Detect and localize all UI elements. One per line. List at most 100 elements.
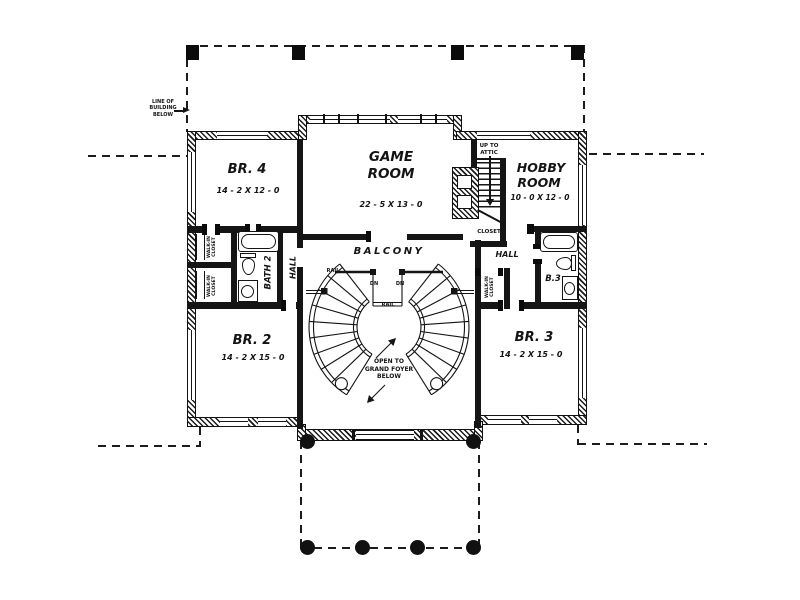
wall-foyer-right: [475, 240, 481, 428]
room-label-bath2: BATH 2: [263, 255, 274, 290]
door-jamb: [498, 300, 503, 311]
room-label-hall-right: HALL: [495, 250, 519, 259]
window: [398, 115, 447, 124]
chimney-flue: [457, 175, 472, 189]
porch-column: [355, 540, 370, 555]
room-label-balcony: BALCONY: [353, 246, 425, 257]
stair-well-rails: [372, 272, 403, 307]
window-mullion: [338, 114, 340, 124]
stair-treads-right: [405, 263, 469, 396]
attic-arrow-head: [486, 199, 494, 206]
stair-newel-cap: [430, 377, 444, 391]
wall-br2-top-a: [187, 302, 281, 309]
wall-br4-bottom-b: [220, 226, 245, 233]
window-mullion: [352, 429, 355, 441]
porch-column: [410, 540, 425, 555]
roof-outline-left: [186, 45, 188, 132]
toilet-tank: [240, 253, 256, 258]
door-jamb: [475, 268, 480, 276]
wall-br3-top-a: [477, 302, 498, 309]
attic-note-line: ATTIC: [480, 149, 498, 156]
door-jamb: [256, 224, 261, 235]
window-mullion: [420, 114, 422, 124]
wall-walkin-divider: [187, 262, 236, 268]
wall-walkin-right-side: [504, 268, 510, 309]
line-of-building-note: LINE OF BUILDING BELOW: [144, 99, 182, 118]
stair-arcs-right: [405, 263, 470, 396]
walkin-line: CLOSET: [212, 276, 218, 296]
roof-outline-top: [186, 45, 584, 47]
room-label-closet: CLOSET: [477, 229, 501, 235]
roof-line-bottom-right-h: [578, 443, 707, 445]
note-leader-line: [174, 110, 184, 112]
closet-rod: [196, 271, 205, 299]
note-line: BUILDING: [149, 105, 177, 112]
door-jamb: [527, 224, 534, 234]
note-line: LINE OF: [151, 99, 175, 105]
wall-attic-stair-right: [500, 158, 506, 246]
down-label: DN: [369, 281, 379, 287]
open-to-foyer-note: OPEN TO GRAND FOYER BELOW: [359, 358, 419, 381]
note-line: BELOW: [153, 111, 173, 118]
note-arrow-head: [183, 107, 190, 113]
roof-column-marker: [186, 45, 199, 60]
door-jamb: [245, 224, 250, 235]
room-label-game-1: GAME: [368, 149, 414, 165]
sink-basin: [241, 285, 254, 298]
attic-direction-arrow: [489, 156, 491, 200]
wall-attic-stair-top: [471, 158, 501, 160]
walkin-line: CLOSET: [212, 237, 218, 257]
porch-outline-left: [300, 441, 302, 549]
attic-note: UP TO ATTIC: [472, 143, 506, 156]
wall-gameroom-right: [471, 140, 477, 170]
window: [187, 330, 196, 400]
room-dims-br4: 14 - 2 X 12 - 0: [216, 186, 280, 195]
room-label-hobby-2: ROOM: [517, 175, 561, 190]
window: [310, 115, 390, 124]
room-dims-br3: 14 - 2 X 15 - 0: [499, 350, 563, 359]
roof-column-marker: [292, 45, 305, 60]
roof-outline-right: [583, 45, 585, 133]
rail-posts: [321, 269, 458, 295]
roof-line-bottom-left-h: [98, 445, 200, 447]
room-label-br4: BR. 4: [227, 162, 267, 177]
room-label-game-2: ROOM: [367, 166, 415, 182]
roof-line-bottom-right-v: [577, 425, 579, 445]
wall-foyer-left: [297, 267, 303, 429]
wall-walkin-right: [231, 233, 237, 302]
curved-staircase: [306, 263, 474, 403]
toilet-bowl: [556, 257, 572, 270]
stair-arcs-left: [308, 263, 373, 396]
door-jamb: [215, 224, 220, 235]
porch-column: [300, 434, 315, 449]
window: [529, 415, 557, 425]
window-mullion: [435, 114, 437, 124]
window: [488, 415, 521, 425]
room-dims-hobby: 10 - 0 X 12 - 0: [510, 193, 570, 202]
room-label-walkin-left-1: WALK-IN CLOSET: [207, 227, 219, 267]
foyer-note-line: BELOW: [377, 373, 401, 380]
wall-gameroom-bottom-left: [297, 234, 371, 240]
room-dims-br2: 14 - 2 X 15 - 0: [221, 353, 285, 362]
window: [578, 165, 587, 225]
door-jamb: [519, 300, 524, 311]
porch-outline-right: [478, 441, 480, 549]
roof-line-left: [88, 155, 187, 157]
room-label-br3: BR. 3: [514, 330, 554, 345]
chimney-flue: [457, 195, 472, 209]
door-jamb: [498, 268, 503, 276]
window-mullion: [323, 114, 325, 124]
door-jamb: [533, 259, 542, 264]
wall-br4-bottom-a: [187, 226, 202, 233]
door-jamb: [281, 300, 286, 311]
wall-br3-top-b: [524, 302, 587, 309]
rail-label: RAIL: [326, 268, 340, 274]
wall-bath2-hall: [277, 226, 283, 302]
wall-gameroom-bottom-right: [407, 234, 463, 240]
room-label-hall-left: HALL: [288, 255, 298, 280]
room-dims-game: 22 - 5 X 13 - 0: [359, 200, 423, 209]
window-mullion: [385, 114, 387, 124]
window-mullion: [420, 429, 423, 441]
foyer-arrow-heads: [367, 338, 396, 403]
